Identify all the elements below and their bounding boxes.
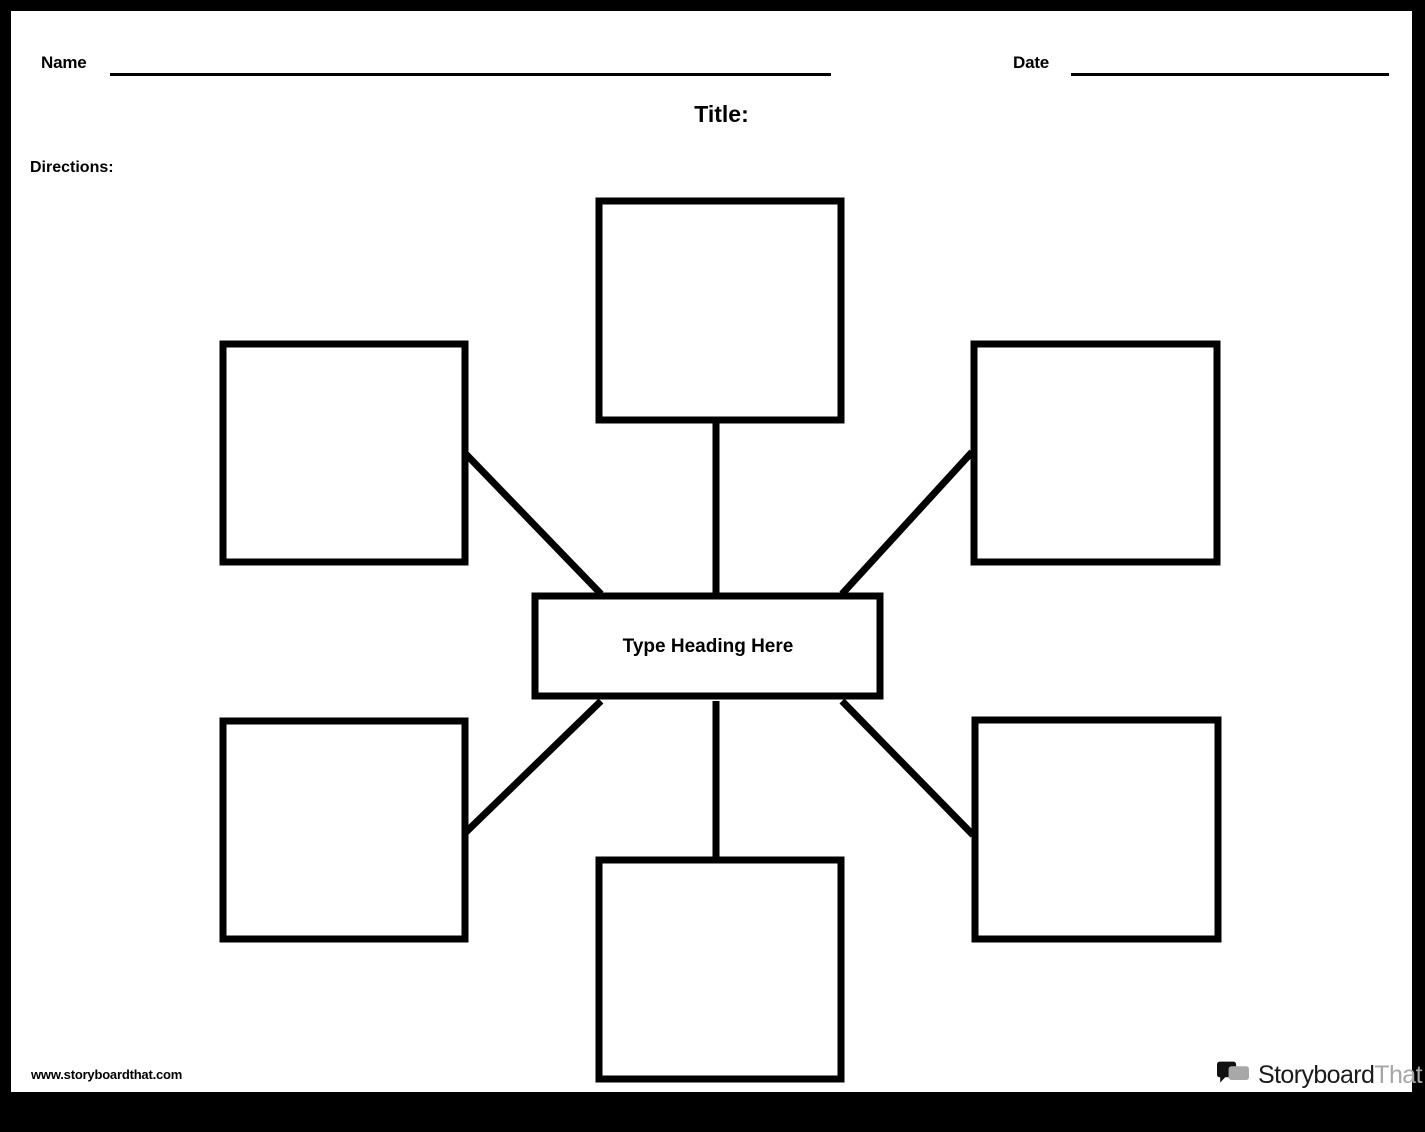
logo-text-secondary: That [1374,1060,1422,1089]
connector-top-right [839,449,975,597]
branch-box-top-left[interactable] [219,340,469,566]
date-label: Date [1013,53,1050,72]
connector-bottom-right [839,698,976,838]
spider-map-diagram: Type Heading Here [11,11,1412,1092]
page-title: Title: [11,101,1412,128]
branch-box-bottom-right[interactable] [971,716,1222,943]
speech-bubbles-icon [1217,1061,1249,1083]
storyboardthat-logo: StoryboardThat [1216,1054,1423,1096]
branch-box-bottom[interactable] [595,856,845,1083]
date-input-rule[interactable] [1071,73,1389,76]
branch-box-bottom-left[interactable] [219,717,469,943]
center-heading-label: Type Heading Here [623,636,794,657]
name-input-rule[interactable] [110,73,831,76]
connector-bottom-left [459,698,604,839]
logo-wordmark: StoryboardThat [1258,1060,1423,1089]
center-heading-box[interactable] [531,592,884,700]
directions-label: Directions: [30,159,114,176]
branch-box-top[interactable] [595,197,845,424]
title-label: Title: [694,101,749,127]
site-url: www.storyboardthat.com [31,1067,183,1082]
connector-top-left [459,447,604,597]
worksheet-page: Name Date Title: Directions: [11,11,1423,1092]
logo-text-primary: Storyboard [1258,1060,1375,1089]
branch-box-top-right[interactable] [970,340,1221,566]
name-label: Name [41,53,87,72]
